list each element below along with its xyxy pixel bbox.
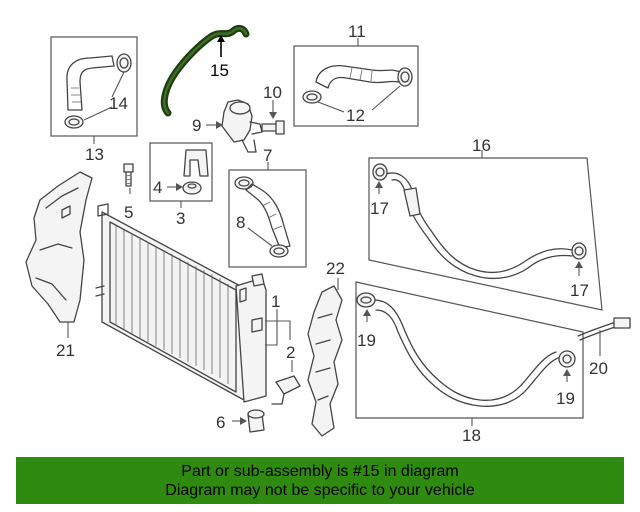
- part-12-clamp-left: [302, 90, 322, 104]
- part-19-clamp-upper: [356, 292, 376, 308]
- group-22-bracket: 22: [307, 259, 345, 437]
- part-14-clamp-lower: [64, 115, 84, 129]
- group-20-connector: 20: [577, 317, 631, 378]
- callout-11: 11: [348, 22, 366, 41]
- group-box-16: [368, 157, 603, 311]
- part-18-hose: [373, 299, 557, 401]
- group-18-hose-kit: 18 19 19: [355, 281, 584, 445]
- callout-13: 13: [85, 145, 104, 164]
- part-14-clamp-upper: [116, 53, 132, 73]
- part-6-bushing: [247, 409, 265, 433]
- callout-1: 1: [271, 292, 280, 311]
- group-5-bolt: 5: [123, 163, 134, 222]
- part-4-mount: [182, 181, 202, 195]
- part-1-radiator: [101, 211, 245, 401]
- group-13-hose-kit: 14 13: [50, 36, 138, 164]
- info-banner: Part or sub-assembly is #15 in diagram D…: [16, 457, 624, 504]
- group-9-10-housing: 9 10: [192, 83, 285, 153]
- part-17-clamp-lower: [571, 242, 587, 260]
- callout-12: 12: [346, 106, 365, 125]
- group-1-radiator: 1 2: [95, 203, 301, 405]
- part-11-hose: [315, 64, 401, 89]
- callout-19-upper: 19: [357, 331, 376, 350]
- callout-8: 8: [236, 213, 245, 232]
- group-21-air-guide: 21: [25, 171, 93, 360]
- part-10-bolt: [261, 120, 285, 135]
- callout-3: 3: [176, 209, 185, 228]
- callout-6: 6: [216, 413, 225, 432]
- part-5-bolt: [123, 163, 134, 173]
- callout-20: 20: [589, 359, 608, 378]
- callout-16: 16: [472, 136, 491, 155]
- group-3-bracket-kit: 4 3: [149, 142, 213, 228]
- callout-4: 4: [153, 178, 162, 197]
- callout-14: 14: [109, 94, 128, 113]
- part-16-hose: [385, 172, 573, 274]
- callout-2: 2: [286, 343, 295, 362]
- callout-22: 22: [326, 259, 345, 278]
- banner-line-2: Diagram may not be specific to your vehi…: [165, 482, 475, 499]
- part-2-drain-plug: [271, 375, 301, 405]
- group-box-13: [50, 36, 138, 137]
- callout-7: 7: [263, 146, 272, 165]
- parts-diagram: 14 13 15 9 10 11: [25, 22, 631, 445]
- part-17-clamp-upper: [372, 163, 388, 181]
- callout-19-lower: 19: [556, 389, 575, 408]
- banner-line-1: Part or sub-assembly is #15 in diagram: [181, 463, 459, 480]
- callout-5: 5: [124, 203, 133, 222]
- callout-10: 10: [263, 83, 282, 102]
- part-13-hose: [66, 55, 115, 111]
- part-21-air-guide: [25, 171, 93, 323]
- group-11-hose-kit: 11 12: [293, 22, 419, 127]
- part-19-clamp-lower: [558, 350, 576, 368]
- group-box-11: [293, 45, 419, 127]
- part-3-bracket: [183, 149, 209, 177]
- group-6-bushing: 6: [216, 409, 265, 433]
- part-22-bracket: [307, 285, 343, 437]
- callout-15: 15: [210, 61, 229, 80]
- callout-17-lower: 17: [570, 281, 589, 300]
- callout-17-upper: 17: [370, 199, 389, 218]
- callout-9: 9: [192, 116, 201, 135]
- callout-18: 18: [462, 426, 481, 445]
- group-7-hose-kit: 7 8: [228, 146, 307, 268]
- part-8-clamp-lower: [269, 244, 289, 258]
- group-16-hose-kit: 16 17 17: [368, 136, 603, 311]
- part-15-hose: 15: [160, 24, 250, 117]
- part-12-clamp-right: [397, 67, 413, 87]
- part-7-hose: [245, 183, 291, 249]
- callout-21: 21: [56, 341, 75, 360]
- group-box-18: [355, 281, 584, 419]
- part-8-clamp-upper: [234, 176, 254, 190]
